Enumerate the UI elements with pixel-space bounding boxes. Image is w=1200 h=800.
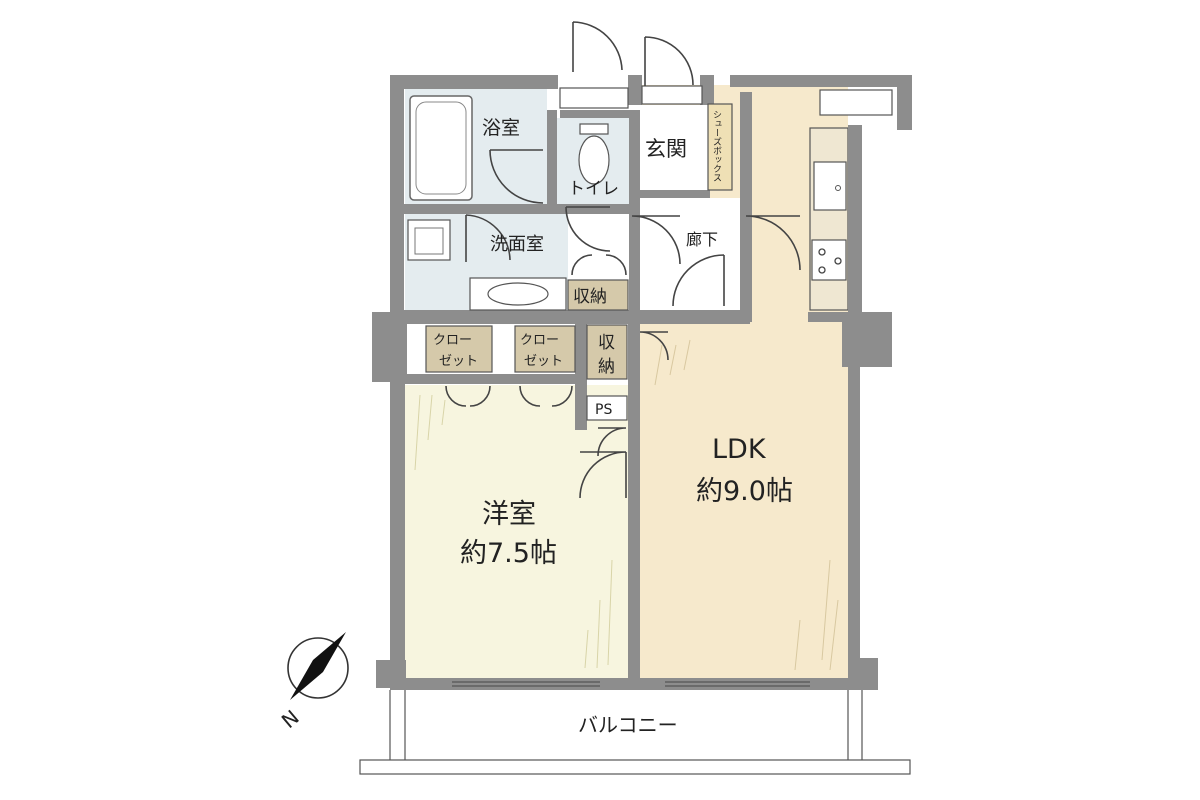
western-room-floor [405, 385, 630, 678]
bath-label: 浴室 [482, 117, 520, 139]
pipe-space [586, 395, 628, 421]
kitchen-sink [813, 161, 847, 211]
floor-hatching [654, 339, 839, 671]
compass [287, 632, 349, 700]
closet-2 [514, 325, 576, 373]
ldk-floor-upper [742, 85, 810, 320]
refrigerator-space [819, 89, 893, 116]
shoe-box [707, 103, 733, 191]
ps-label: PS [595, 402, 612, 418]
walls [372, 75, 912, 690]
closet-1-label-line2: ゼット [439, 354, 478, 369]
entrance-floor [640, 105, 708, 193]
closet-2-label-line2: ゼット [524, 354, 563, 369]
storage-1-label: 収納 [573, 287, 607, 307]
entrance-step [641, 85, 703, 105]
sink-basin [487, 282, 549, 306]
windows [452, 681, 810, 687]
balcony [359, 690, 911, 775]
western-room-size: 約7.5帖 [460, 538, 557, 569]
north-label: N [277, 705, 304, 733]
hallway-label: 廊下 [686, 230, 718, 249]
hallway-floor [632, 198, 740, 320]
storage-2 [586, 324, 628, 380]
shoe-box-label: シューズボックス [711, 110, 722, 182]
storage-2-label-line2: 納 [598, 357, 615, 377]
toilet-bowl [578, 135, 610, 185]
ldk-size: 約9.0帖 [696, 476, 793, 507]
western-room-name: 洋室 [482, 499, 536, 530]
meter-box [559, 87, 629, 109]
bathtub-inner [415, 101, 467, 195]
western-hatching [414, 394, 613, 669]
washroom-label: 洗面室 [490, 234, 544, 255]
stove-burners [818, 248, 842, 274]
toilet-label: トイレ [568, 179, 619, 199]
closet-2-label-line1: クロー [520, 333, 559, 348]
ldk-name: LDK [712, 434, 767, 465]
toilet-tank [579, 123, 609, 135]
kitchen-counter [809, 127, 849, 311]
doors [445, 21, 801, 499]
sink-drain [835, 185, 841, 191]
closet-1-label-line1: クロー [433, 333, 472, 348]
storage-1 [567, 279, 629, 311]
storage-2-label-line1: 収 [598, 333, 615, 353]
closet-1 [425, 325, 493, 373]
entrance-label: 玄関 [645, 137, 687, 161]
bathtub [409, 95, 473, 201]
balcony-label: バルコニー [578, 713, 678, 737]
washing-machine-inner [414, 227, 444, 255]
